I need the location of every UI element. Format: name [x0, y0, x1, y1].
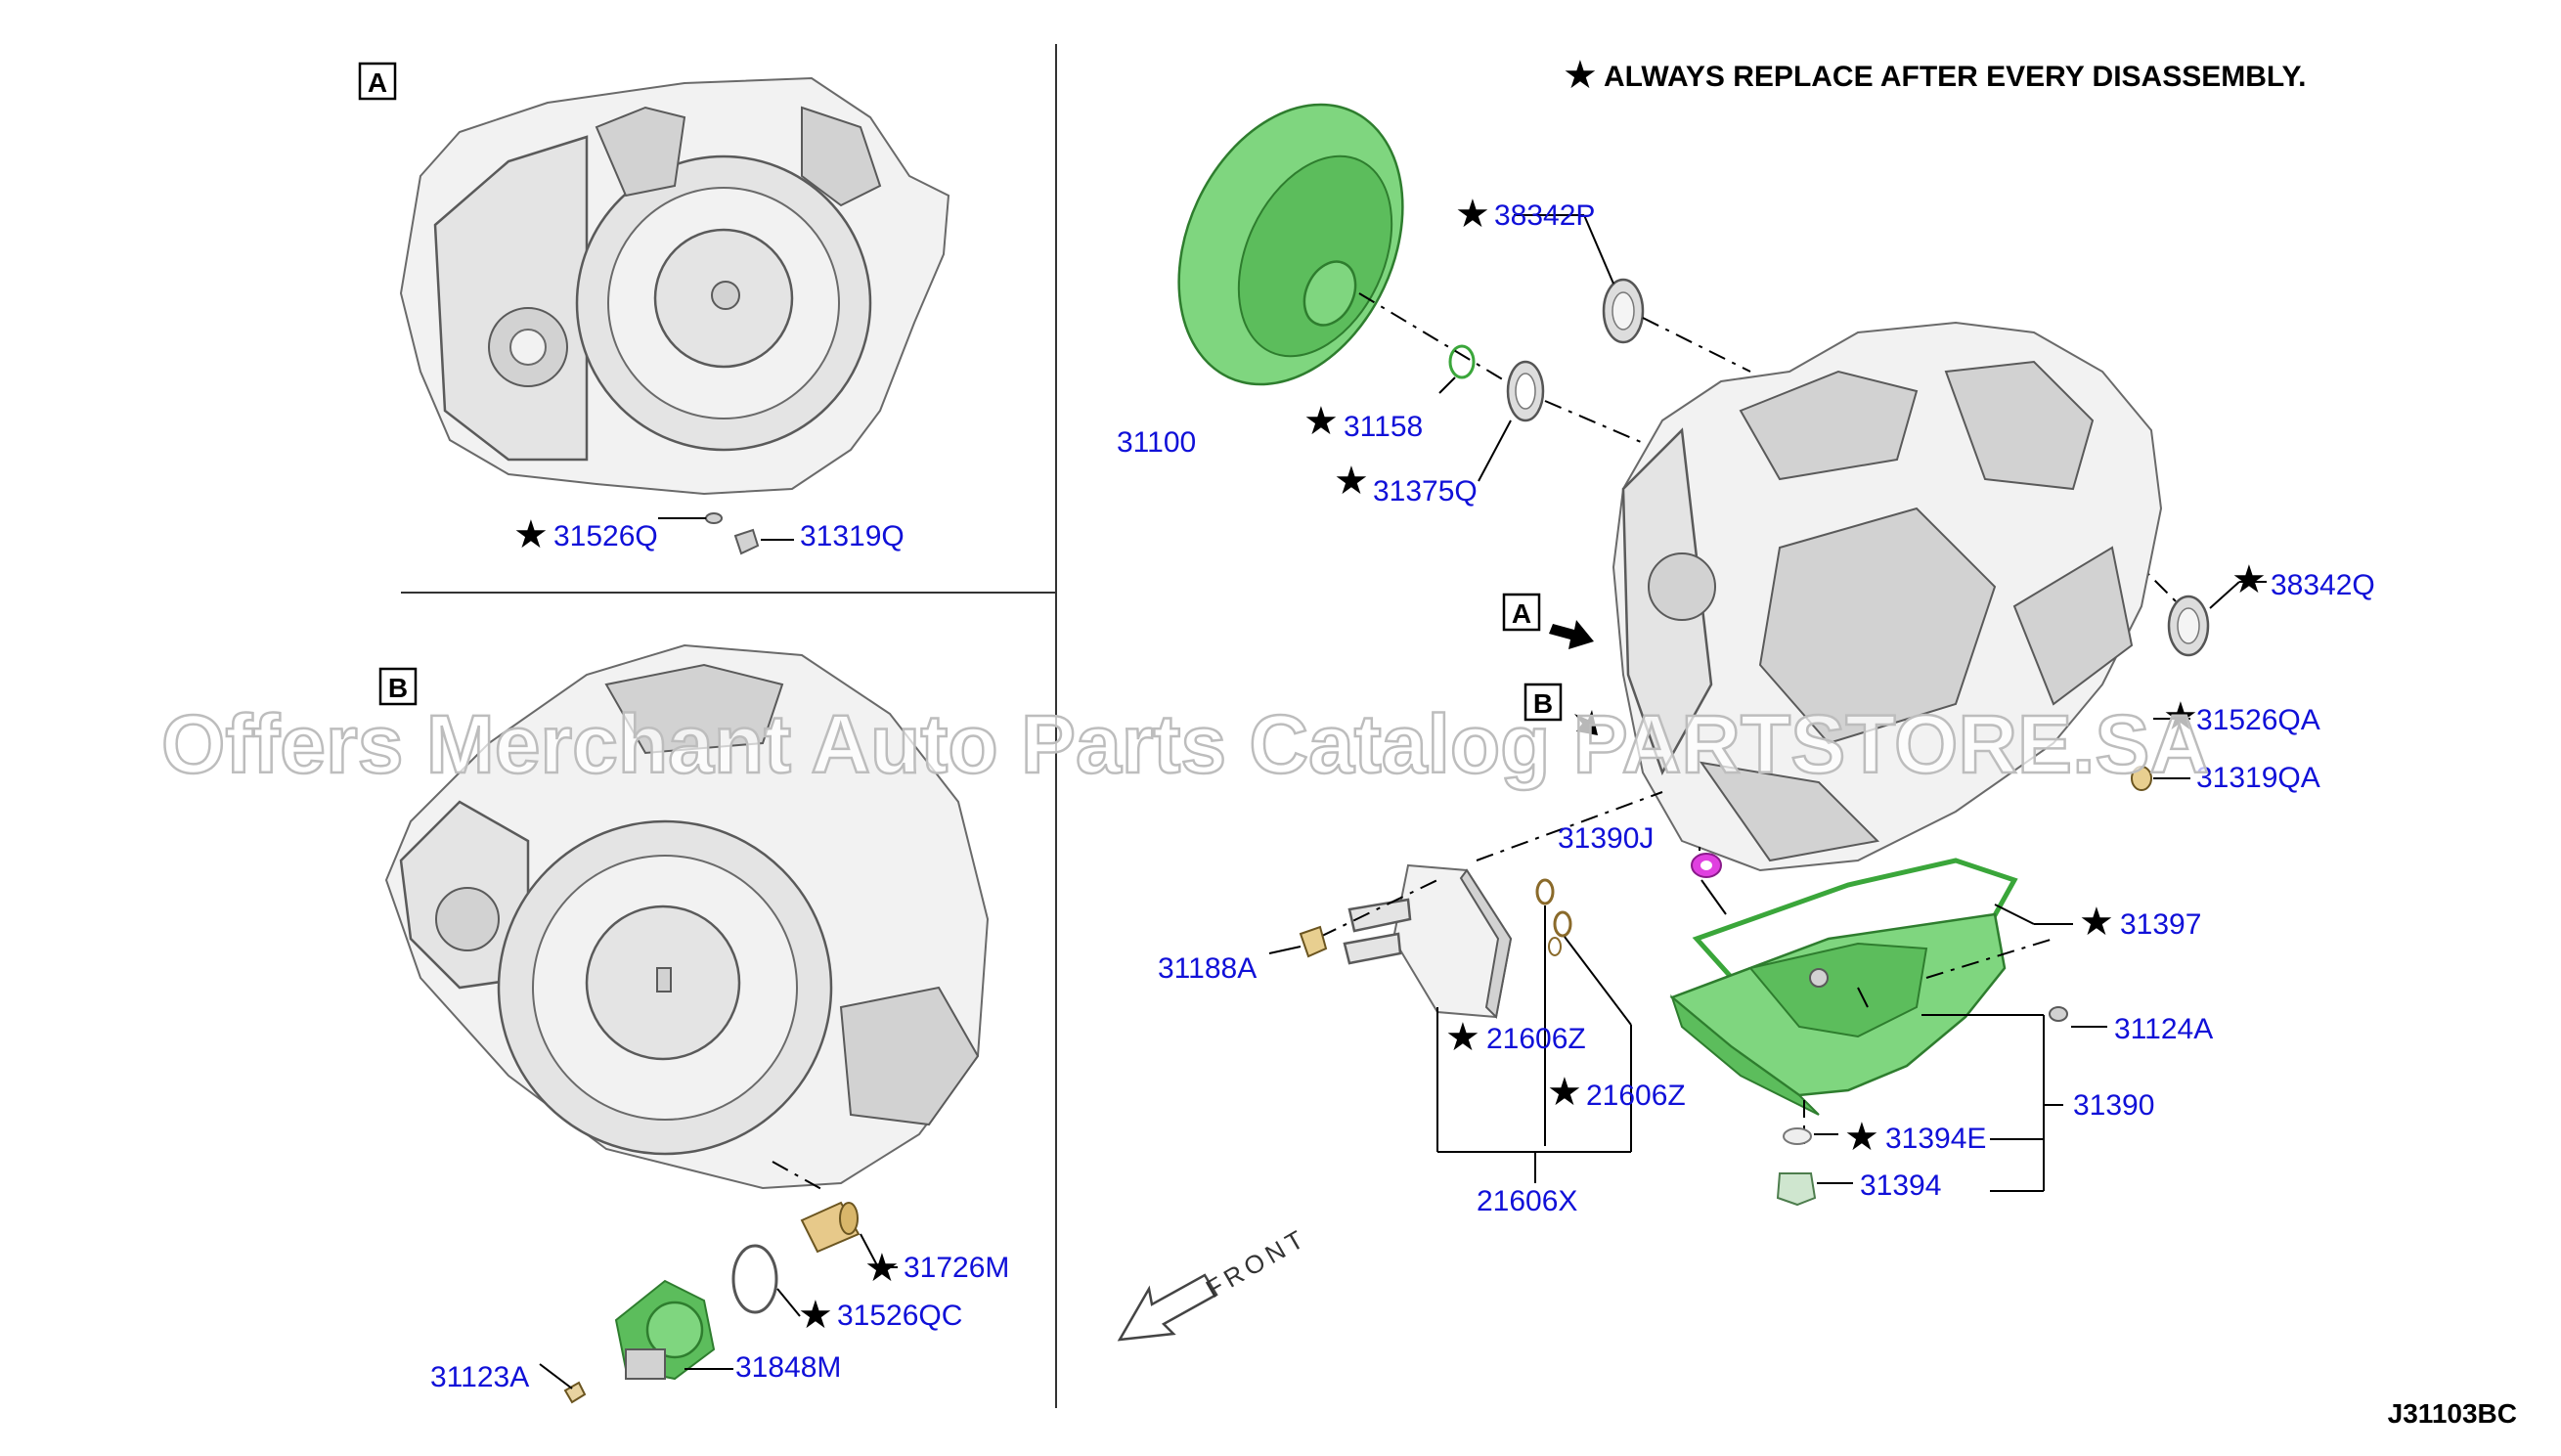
marker-a: A	[1502, 593, 1541, 632]
label-31158[interactable]: 31158	[1344, 411, 1423, 443]
transmission-case[interactable]	[1612, 321, 2163, 872]
star-icon: ★	[1844, 1116, 1879, 1159]
label-31390j[interactable]: 31390J	[1558, 822, 1654, 855]
oring-31158[interactable]	[1448, 344, 1476, 379]
washer-31394e[interactable]	[1783, 1127, 1812, 1145]
label-31375q[interactable]: 31375Q	[1373, 475, 1478, 507]
bolt-31124a[interactable]	[2049, 1006, 2068, 1022]
label-31100[interactable]: 31100	[1117, 426, 1196, 459]
header-note: ALWAYS REPLACE AFTER EVERY DISASSEMBLY.	[1604, 61, 2307, 93]
star-icon: ★	[2163, 695, 2198, 738]
front-label: FRONT	[1201, 1222, 1312, 1303]
star-icon: ★	[1455, 193, 1490, 236]
plug-31123a[interactable]	[563, 1381, 587, 1404]
label-31397[interactable]: 31397	[2120, 908, 2201, 941]
star-icon: ★	[1563, 54, 1598, 97]
star-icon: ★	[513, 513, 549, 556]
seal-38342p[interactable]	[1602, 278, 1645, 344]
label-31394e[interactable]: 31394E	[1885, 1123, 1986, 1155]
seal-38342q-right[interactable]	[2167, 595, 2210, 657]
label-31188a[interactable]: 31188A	[1158, 952, 1257, 985]
drain-plug-31394[interactable]	[1776, 1172, 1817, 1207]
view-b-label: B	[388, 673, 408, 703]
label-21606x[interactable]: 21606X	[1477, 1185, 1577, 1217]
plug-31319q-view-a[interactable]	[733, 528, 760, 555]
star-icon: ★	[864, 1247, 900, 1290]
label-38342q[interactable]: 38342Q	[2271, 569, 2375, 601]
transmission-view-b[interactable]	[384, 643, 990, 1190]
torque-converter-31100[interactable]	[1135, 68, 1445, 421]
star-icon: ★	[1334, 460, 1369, 503]
label-31319q[interactable]: 31319Q	[800, 520, 905, 552]
label-38342p[interactable]: 38342P	[1494, 199, 1595, 232]
arrow-a-icon	[1549, 620, 1594, 649]
plug-31319qa[interactable]	[2131, 766, 2152, 791]
label-21606z-b[interactable]: 21606Z	[1586, 1080, 1686, 1112]
washer-21606z-small[interactable]	[1548, 937, 1562, 956]
bolt-31188a[interactable]	[1299, 925, 1328, 958]
washer-21606z-upper[interactable]	[1535, 878, 1555, 905]
oil-pan-31390[interactable]	[1669, 912, 2007, 1116]
view-a-label: A	[368, 67, 387, 98]
ring-31375q[interactable]	[1506, 360, 1545, 422]
star-icon: ★	[1547, 1071, 1582, 1114]
star-icon: ★	[798, 1294, 833, 1337]
label-31526qa[interactable]: 31526QA	[2196, 704, 2320, 736]
star-icon: ★	[2079, 901, 2114, 944]
label-31848m[interactable]: 31848M	[735, 1351, 841, 1384]
diagram-code: J31103BC	[2388, 1398, 2517, 1429]
watermark: Offers Merchant Auto Parts Catalog PARTS…	[161, 698, 2209, 790]
label-31124a[interactable]: 31124A	[2114, 1013, 2213, 1045]
label-31526q[interactable]: 31526Q	[553, 520, 658, 552]
washer-21606z-lower[interactable]	[1553, 910, 1572, 938]
marker-b: B	[1523, 683, 1563, 722]
svg-text:B: B	[1533, 688, 1553, 719]
front-arrow-icon	[1117, 1273, 1218, 1342]
seal-31390j[interactable]	[1691, 853, 1722, 878]
star-icon: ★	[1303, 400, 1339, 443]
solenoid-31848m[interactable]	[614, 1279, 716, 1381]
oring-31526qc[interactable]	[731, 1244, 778, 1314]
label-31319qa[interactable]: 31319QA	[2196, 762, 2320, 794]
label-31726m[interactable]: 31726M	[904, 1252, 1009, 1284]
front-indicator: FRONT	[1117, 1222, 1312, 1342]
view-b-box: B	[378, 667, 418, 706]
label-31390[interactable]: 31390	[2073, 1089, 2154, 1122]
svg-text:A: A	[1512, 598, 1531, 629]
oil-cooler[interactable]	[1343, 863, 1513, 1020]
bolt-31526q-view-a[interactable]	[705, 512, 723, 524]
label-31394[interactable]: 31394	[1860, 1169, 1941, 1202]
label-31526qc[interactable]: 31526QC	[837, 1300, 962, 1332]
filter-31726m[interactable]	[800, 1201, 861, 1254]
star-icon: ★	[2231, 558, 2267, 601]
transmission-view-a[interactable]	[399, 76, 950, 496]
label-21606z-a[interactable]: 21606Z	[1486, 1023, 1586, 1055]
arrow-b-icon	[1574, 710, 1598, 735]
view-a-box: A	[358, 62, 397, 101]
star-icon: ★	[1445, 1016, 1480, 1059]
label-31123a[interactable]: 31123A	[430, 1361, 529, 1393]
